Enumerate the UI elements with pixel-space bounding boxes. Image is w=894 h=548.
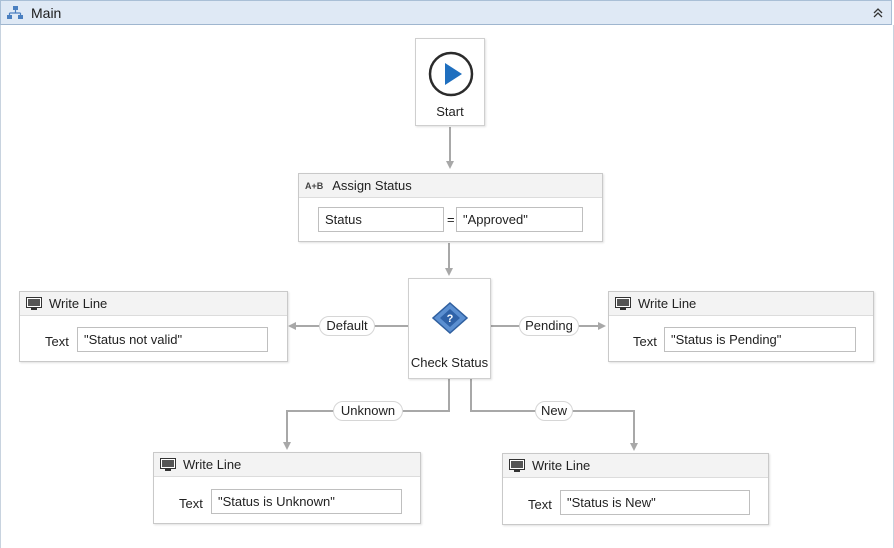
start-label: Start (436, 104, 464, 119)
flowchart-icon (7, 6, 23, 19)
write-line-header: Write Line (609, 292, 873, 316)
case-new-label[interactable]: New (535, 401, 573, 421)
write-line-icon (26, 297, 42, 310)
write-line-title: Write Line (638, 296, 697, 311)
write-line-header: Write Line (154, 453, 420, 477)
assign-operator: = (447, 212, 455, 227)
assign-value-field[interactable]: "Approved" (456, 207, 583, 232)
write-line-title: Write Line (183, 457, 242, 472)
svg-text:?: ? (447, 313, 454, 325)
write-line-title: Write Line (532, 458, 591, 473)
text-label: Text (528, 497, 552, 512)
switch-diamond-icon: ? (431, 301, 469, 335)
write-line-icon (160, 458, 176, 471)
text-value-field[interactable]: "Status not valid" (77, 327, 268, 352)
case-unknown-label[interactable]: Unknown (333, 401, 403, 421)
designer-header: Main (0, 0, 892, 25)
text-label: Text (633, 334, 657, 349)
start-node[interactable]: Start (415, 38, 485, 126)
assign-title: Assign Status (332, 178, 412, 193)
play-icon (428, 51, 474, 97)
write-line-header: Write Line (503, 454, 768, 478)
text-value-field[interactable]: "Status is Unknown" (211, 489, 402, 514)
write-line-title: Write Line (49, 296, 108, 311)
write-line-icon (509, 459, 525, 472)
assign-status-activity[interactable]: A+B Assign Status Status = "Approved" (298, 173, 603, 242)
switch-label: Check Status (410, 355, 489, 370)
text-value-field[interactable]: "Status is Pending" (664, 327, 856, 352)
check-status-switch[interactable]: ? Check Status (408, 278, 491, 379)
write-line-pending[interactable]: Write Line Text "Status is Pending" (608, 291, 874, 362)
write-line-icon (615, 297, 631, 310)
assign-to-field[interactable]: Status (318, 207, 444, 232)
write-line-new[interactable]: Write Line Text "Status is New" (502, 453, 769, 525)
write-line-unknown[interactable]: Write Line Text "Status is Unknown" (153, 452, 421, 524)
write-line-header: Write Line (20, 292, 287, 316)
text-value-field[interactable]: "Status is New" (560, 490, 750, 515)
text-label: Text (179, 496, 203, 511)
case-default-label[interactable]: Default (319, 316, 375, 336)
assign-header: A+B Assign Status (299, 174, 602, 198)
assign-icon: A+B (305, 180, 324, 191)
workflow-title: Main (31, 5, 62, 21)
case-pending-label[interactable]: Pending (519, 316, 579, 336)
write-line-default[interactable]: Write Line Text "Status not valid" (19, 291, 288, 362)
text-label: Text (45, 334, 69, 349)
double-chevron-up-icon[interactable] (869, 4, 887, 22)
